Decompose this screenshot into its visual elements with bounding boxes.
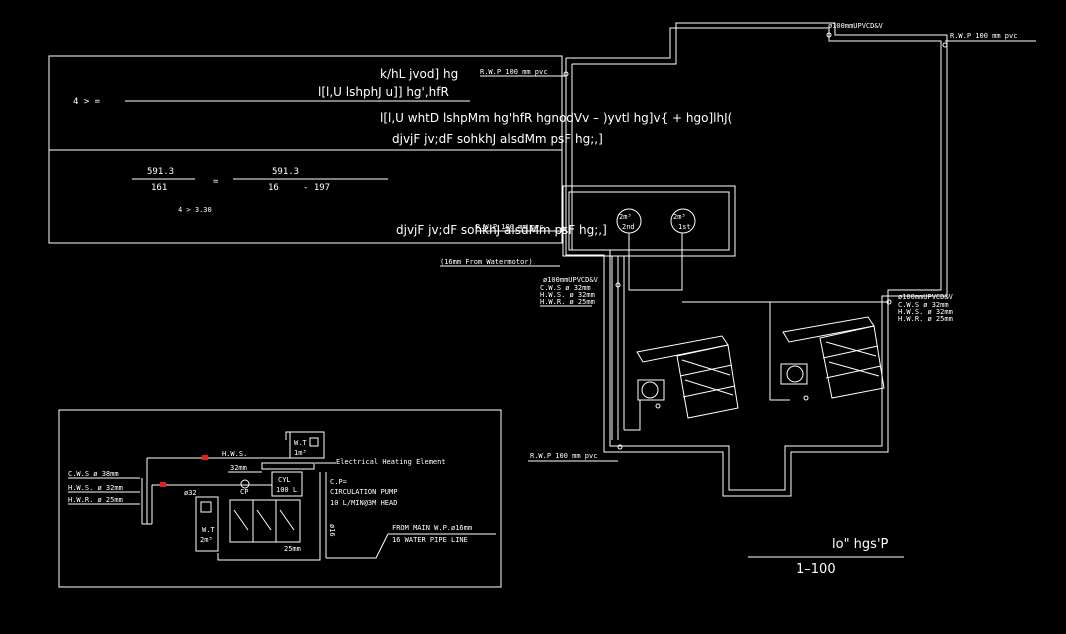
- solar-collector-right: [780, 316, 885, 401]
- water-line-label: 16 WATER PIPE LINE: [392, 536, 468, 544]
- cyl-1: CYL: [278, 476, 291, 484]
- tank-1st: [670, 208, 696, 234]
- rwp-label-top-right: R.W.P 100 mm pvc: [950, 32, 1017, 40]
- tank-1-size: 2m³: [619, 213, 632, 221]
- from-main-label: FROM MAIN W.P.ø16mm: [392, 524, 472, 532]
- roof-plan: R.W.P 100 mm pvc R.W.P 100 mm pvc ø100mm…: [440, 22, 1036, 577]
- calc-result: 4 > 3.30: [178, 206, 212, 214]
- hot-water-schematic: C.W.S ø 38mm H.W.S. ø 32mm H.W.R. ø 25mm…: [58, 409, 502, 588]
- pipe-32-label: 32mm: [230, 464, 247, 472]
- hws-top-label: H.W.S.: [222, 450, 247, 458]
- water-tank-small: [289, 431, 325, 459]
- rwp-label-mid: R.W.P 100 mm pvc: [476, 223, 543, 231]
- pipe-32b-label: ø32: [184, 489, 197, 497]
- water-tank-big: [195, 496, 219, 552]
- heating-label: Electrical Heating Element: [336, 458, 446, 466]
- wt-small-1: W.T: [294, 439, 307, 447]
- solar-tank-right: [786, 365, 804, 383]
- right-pipe-2: H.W.S. ø 32mm: [898, 308, 953, 316]
- pvc-label-right: ø100mmUPVCD&V: [898, 293, 954, 301]
- cp-label: CP: [240, 488, 248, 496]
- cyl-2: 100 L: [276, 486, 297, 494]
- cws-label: C.W.S ø 38mm: [68, 470, 119, 478]
- left-pipe-3: H.W.R. ø 25mm: [540, 298, 595, 306]
- notes: k/hL jvod] hg l[l,U lshphJ u]] hg',hfR l…: [318, 67, 732, 237]
- hwr-label: H.W.R. ø 25mm: [68, 496, 123, 504]
- pvc-label-top: ø100mmUPVCD&V: [828, 22, 884, 30]
- right-pipe-1: C.W.S ø 32mm: [898, 301, 949, 309]
- wt-big-1: W.T: [202, 526, 215, 534]
- valve-cws: [160, 482, 166, 487]
- pvc-label-left: ø100mmUPVCD&V: [543, 276, 599, 284]
- pipe-25-label: 25mm: [284, 545, 301, 553]
- note-line-3: l[l,U whtD lshpMm hg'hfR hgnodVv – )yvtl…: [380, 111, 732, 125]
- circulation-pump: [240, 479, 250, 489]
- from-watermotor-label: (16mm From Watermotor): [440, 258, 533, 266]
- wt-small-2: 1m³: [294, 449, 307, 457]
- calculation-box: 4 > = 591.3 161 = 591.3 16 - 197 4 > 3.3…: [48, 55, 563, 244]
- plan-scale: 1–100: [796, 562, 836, 577]
- calc-lhs: 4 > =: [73, 97, 101, 107]
- hws-label: H.W.S. ø 32mm: [68, 484, 123, 492]
- vert-label: ø16: [328, 524, 336, 537]
- tank-1-sub: 2nd: [622, 223, 635, 231]
- rwp-label-bottom: R.W.P 100 mm pvc: [530, 452, 597, 460]
- cp-note-3: 10 L/MIN@3M HEAD: [330, 499, 397, 507]
- note-line-5: djvjF jv;dF sohkhJ alsdMm psF hg;,]: [396, 223, 607, 237]
- note-line-2: l[l,U lshphJ u]] hg',hfR: [318, 85, 449, 99]
- left-pipe-2: H.W.S. ø 32mm: [540, 291, 595, 299]
- note-line-4: djvjF jv;dF sohkhJ alsdMm psF hg;,]: [392, 132, 603, 146]
- tank-2-sub: 1st: [678, 223, 691, 231]
- left-pipe-1: C.W.S ø 32mm: [540, 284, 591, 292]
- calc-den2a: 16: [268, 183, 279, 193]
- rwp-label-top-left: R.W.P 100 mm pvc: [480, 68, 547, 76]
- solar-tank-left: [641, 381, 659, 399]
- calc-den2b: - 197: [303, 183, 330, 193]
- plan-title: lo" hgs'P: [832, 537, 889, 552]
- cp-note-1: C.P=: [330, 478, 347, 486]
- right-pipe-3: H.W.R. ø 25mm: [898, 315, 953, 323]
- wt-big-2: 2m³: [200, 536, 213, 544]
- calc-den1: 161: [151, 183, 167, 193]
- note-line-1: k/hL jvod] hg: [380, 67, 458, 81]
- cp-note-2: CIRCULATION PUMP: [330, 488, 397, 496]
- solar-collector-left: [636, 335, 739, 419]
- tank-2-size: 2m³: [673, 213, 686, 221]
- solar-panels: [229, 499, 301, 543]
- valve-hws: [202, 455, 208, 460]
- cylinder: [271, 471, 303, 497]
- calc-num1: 591.3: [147, 167, 174, 177]
- calc-eq: =: [213, 177, 219, 187]
- calc-num2: 591.3: [272, 167, 299, 177]
